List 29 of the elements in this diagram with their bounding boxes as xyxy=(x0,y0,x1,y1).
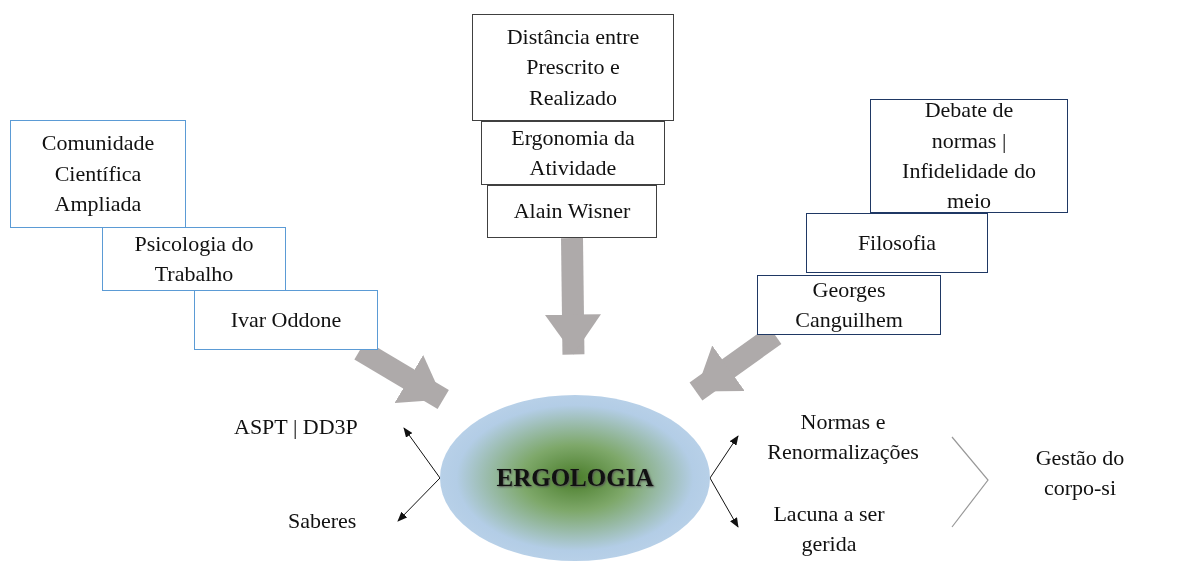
label-box xyxy=(870,99,1068,213)
box-text: Debate de normas | Infidelidade do meio xyxy=(901,96,1037,216)
node-label: Normas e Renormalizações xyxy=(766,407,920,466)
label-box xyxy=(102,227,286,291)
arrow xyxy=(403,427,441,479)
arrow xyxy=(397,477,441,522)
box-text: Filosofia xyxy=(857,228,937,257)
arrow xyxy=(709,477,739,528)
label-box xyxy=(806,213,988,273)
box-text: Ivar Oddone xyxy=(230,305,342,334)
box-text: Georges Canguilhem xyxy=(794,275,904,334)
box-text: Comunidade Científica Ampliada xyxy=(40,129,156,219)
label-box xyxy=(472,14,674,121)
node-label: ASPT | DD3P xyxy=(234,412,358,441)
node-label: Gestão do corpo-si xyxy=(1034,443,1126,502)
block-arrow xyxy=(544,237,601,355)
node-label: Lacuna a ser gerida xyxy=(772,499,886,558)
box-text: Alain Wisner xyxy=(513,197,631,226)
label-box xyxy=(194,290,378,350)
label-box xyxy=(10,120,186,228)
node-label: Saberes xyxy=(288,506,357,535)
box-text: Psicologia do Trabalho xyxy=(133,229,255,288)
label-box xyxy=(757,275,941,335)
box-text: Distância entre Prescrito e Realizado xyxy=(505,22,641,112)
label-box xyxy=(487,185,657,238)
arrow xyxy=(709,435,739,479)
box-text: Ergonomia da Atividade xyxy=(510,123,636,182)
label-box xyxy=(481,121,665,185)
ellipse-title: ERGOLOGIA xyxy=(496,464,654,492)
